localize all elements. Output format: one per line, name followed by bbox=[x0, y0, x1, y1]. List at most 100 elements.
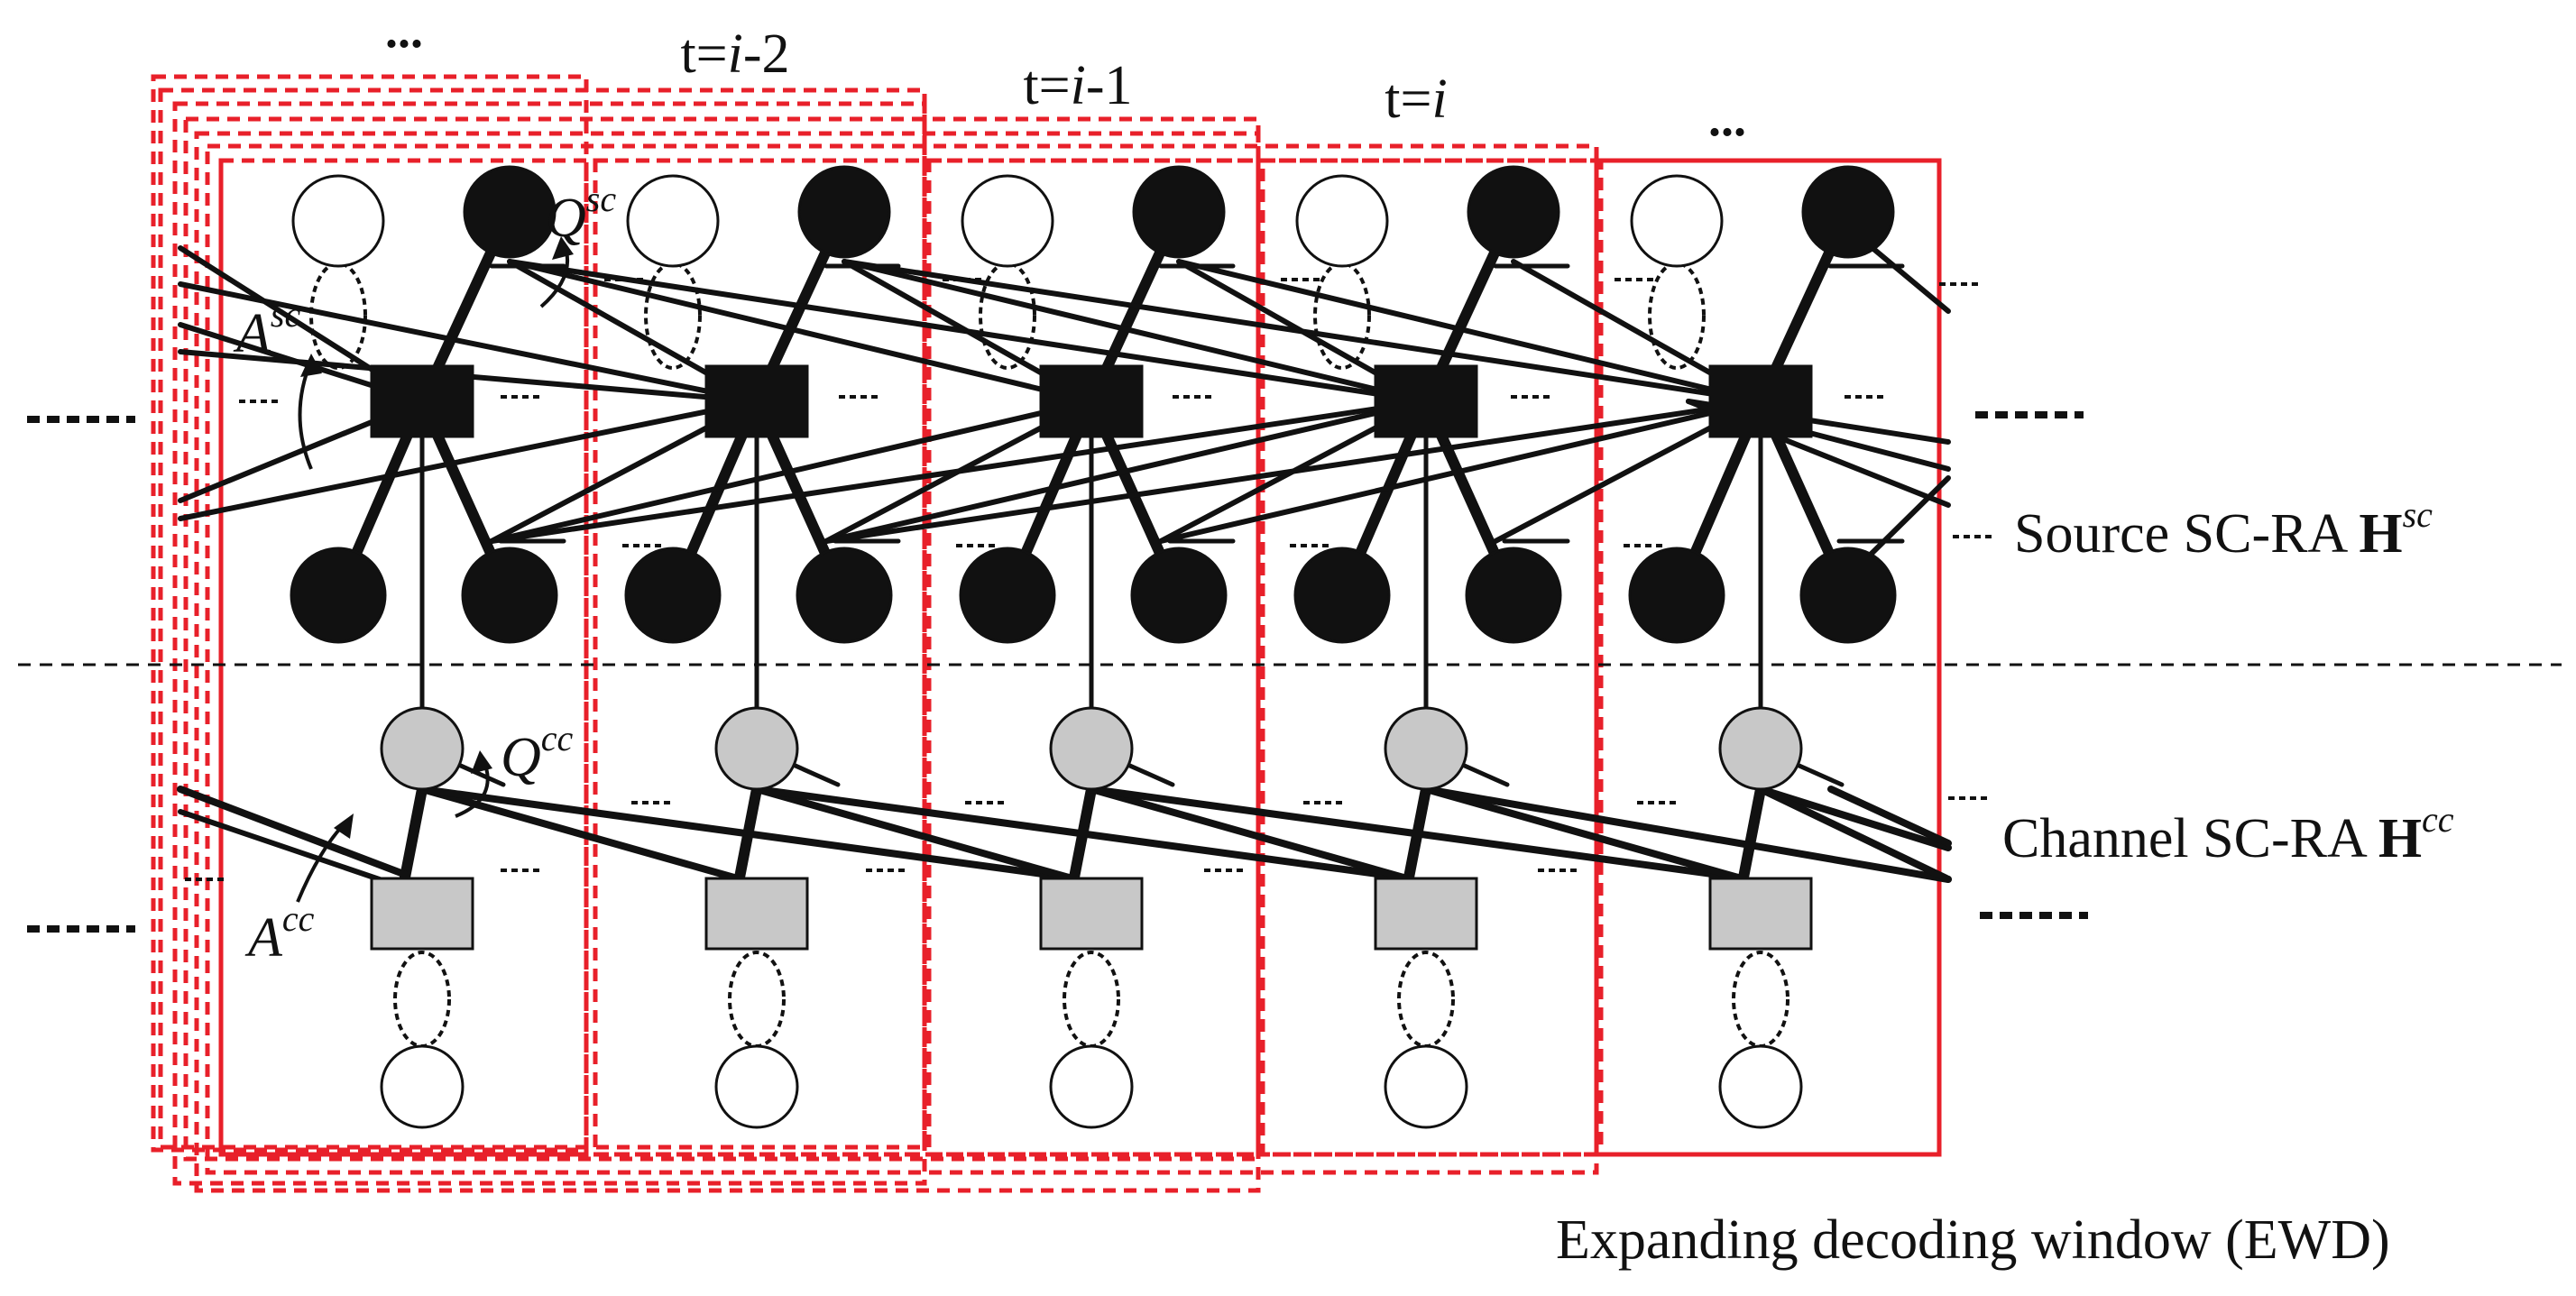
channel-white-node-3 bbox=[1049, 1044, 1134, 1129]
source-black-right-node-3 bbox=[1130, 547, 1228, 644]
channel-long-edge-3-1 bbox=[1088, 786, 1407, 881]
channel-gray-check-node-4 bbox=[1374, 877, 1478, 951]
time-label-ellipsis-left: ... bbox=[385, 3, 423, 59]
source-white-node-5 bbox=[1630, 174, 1724, 268]
source-black-top-node-3 bbox=[1132, 165, 1226, 259]
source-long-edge-2-5 bbox=[178, 399, 759, 521]
channel-gray-node-3 bbox=[1049, 706, 1134, 791]
time-label-t-i-minus-2: t=i-2 bbox=[680, 23, 789, 85]
time-label-t-i-minus-1: t=i-1 bbox=[1023, 55, 1132, 116]
source-black-top-node-4 bbox=[1467, 165, 1560, 259]
annotation-q-cc: Qcc bbox=[501, 718, 574, 788]
channel-knee-5 bbox=[1737, 784, 1766, 887]
graph-nodes bbox=[290, 165, 1897, 1129]
channel-knee-2 bbox=[733, 784, 762, 887]
source-white-node-1 bbox=[291, 174, 385, 268]
channel-white-node-1 bbox=[380, 1044, 465, 1129]
channel-white-node-2 bbox=[714, 1044, 799, 1129]
source-black-right-node-2 bbox=[796, 547, 893, 644]
source-black-right-node-5 bbox=[1799, 547, 1897, 644]
source-black-top-node-5 bbox=[1801, 165, 1895, 259]
annotation-arrowheads bbox=[300, 236, 574, 839]
channel-right-extension bbox=[1827, 786, 1952, 847]
block-window-2 bbox=[593, 158, 927, 1157]
decoding-window-1 bbox=[151, 74, 589, 1153]
annotation-a-cc: Acc bbox=[244, 898, 315, 969]
dash-marks bbox=[185, 278, 1996, 881]
channel-long-edge-4-1 bbox=[1422, 786, 1742, 881]
time-label-ellipsis-right: ... bbox=[1708, 91, 1746, 147]
source-dotted-loop-5 bbox=[1648, 262, 1706, 370]
source-white-node-4 bbox=[1295, 174, 1389, 268]
source-check-node-1 bbox=[370, 364, 474, 438]
source-long-edge-5-5 bbox=[842, 259, 1763, 404]
channel-gray-check-node-1 bbox=[370, 877, 474, 951]
source-check-node-3 bbox=[1039, 364, 1144, 438]
source-dotted-loop-1 bbox=[309, 262, 367, 370]
source-dotted-loop-4 bbox=[1313, 262, 1371, 370]
source-long-edge-3-3 bbox=[507, 259, 1094, 404]
source-long-edge-3-4 bbox=[489, 399, 1094, 544]
arrowhead-a-sc bbox=[300, 354, 322, 377]
channel-white-node-5 bbox=[1718, 1044, 1803, 1129]
source-long-edge-5-6 bbox=[823, 399, 1763, 544]
decoding-window-2 bbox=[158, 87, 927, 1150]
channel-knee-3 bbox=[1068, 784, 1097, 887]
source-black-left-node-1 bbox=[290, 547, 387, 644]
arrowhead-q-cc bbox=[471, 750, 492, 774]
channel-gray-node-1 bbox=[380, 706, 465, 791]
decoding-window-6 bbox=[205, 143, 1599, 1175]
annotation-q-sc: Qsc bbox=[546, 179, 616, 249]
decoding-window-5 bbox=[194, 131, 1261, 1193]
source-check-node-5 bbox=[1708, 364, 1813, 438]
arrowhead-q-sc bbox=[552, 236, 574, 260]
source-long-edge-4-3 bbox=[842, 259, 1429, 404]
block-window-3 bbox=[926, 158, 1261, 1157]
channel-dotted-loop-3 bbox=[1063, 951, 1120, 1048]
source-black-right-node-4 bbox=[1465, 547, 1562, 644]
channel-gray-check-node-5 bbox=[1708, 877, 1813, 951]
source-black-left-node-2 bbox=[624, 547, 722, 644]
channel-dotted-loop-1 bbox=[393, 951, 451, 1048]
source-black-top-node-2 bbox=[797, 165, 891, 259]
channel-left-edge-1 bbox=[177, 786, 409, 878]
channel-gray-node-5 bbox=[1718, 706, 1803, 791]
continuation-dashes bbox=[27, 411, 2088, 933]
block-window-1 bbox=[218, 158, 589, 1157]
source-long-edge-4-4 bbox=[823, 399, 1429, 544]
channel-long-edge-5-2 bbox=[1757, 786, 1952, 883]
source-black-right-node-1 bbox=[461, 547, 558, 644]
channel-dotted-loop-4 bbox=[1397, 951, 1455, 1048]
channel-long-edge-5-1 bbox=[1757, 786, 1952, 851]
source-black-top-node-1 bbox=[463, 165, 557, 259]
channel-knee-1 bbox=[399, 784, 428, 887]
source-long-edge-4-5 bbox=[507, 259, 1429, 404]
decoding-windows bbox=[151, 74, 1942, 1193]
source-long-edge-4-6 bbox=[489, 399, 1429, 544]
channel-left-edge-2 bbox=[178, 809, 409, 891]
block-window-4 bbox=[1260, 158, 1599, 1157]
channel-gray-check-node-3 bbox=[1039, 877, 1144, 951]
source-check-node-2 bbox=[704, 364, 809, 438]
channel-gray-node-2 bbox=[714, 706, 799, 791]
arrowhead-a-cc bbox=[334, 813, 354, 839]
channel-white-node-4 bbox=[1384, 1044, 1468, 1129]
source-black-left-node-3 bbox=[959, 547, 1056, 644]
source-long-edge-2-3 bbox=[178, 281, 759, 404]
source-long-edge-5-4 bbox=[1158, 399, 1763, 544]
source-sc-ra-label: Source SC-RA Hsc bbox=[2014, 494, 2433, 565]
time-label-t-i: t=i bbox=[1385, 69, 1447, 130]
channel-gray-node-4 bbox=[1384, 706, 1468, 791]
annotation-a-sc: Asc bbox=[233, 294, 300, 364]
source-dotted-loop-2 bbox=[644, 262, 702, 370]
channel-dotted-loop-2 bbox=[728, 951, 786, 1048]
source-check-node-4 bbox=[1374, 364, 1478, 438]
source-black-left-node-5 bbox=[1628, 547, 1725, 644]
channel-knee-4 bbox=[1403, 784, 1431, 887]
block-window-5 bbox=[1598, 158, 1942, 1157]
channel-gray-check-node-2 bbox=[704, 877, 809, 951]
decoding-window-4 bbox=[183, 116, 1261, 1162]
source-black-left-node-4 bbox=[1293, 547, 1391, 644]
channel-long-edge-2-1 bbox=[753, 786, 1072, 881]
